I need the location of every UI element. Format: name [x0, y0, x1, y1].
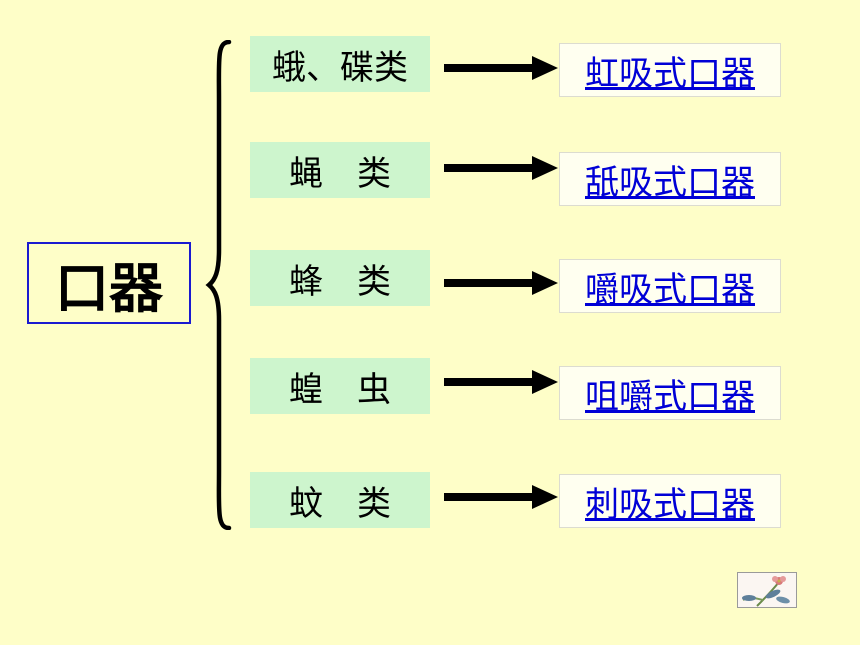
category-flies: 蝇 类	[250, 142, 430, 198]
link-chewing-lapping-mouthparts[interactable]: 嚼吸式口器	[559, 259, 781, 313]
link-label[interactable]: 虹吸式口器	[585, 53, 755, 94]
category-label: 蝗 虫	[289, 369, 391, 410]
arrow-right-icon	[444, 56, 558, 80]
link-sponging-mouthparts[interactable]: 舐吸式口器	[559, 152, 781, 206]
flower-icon[interactable]	[737, 572, 797, 608]
link-label[interactable]: 刺吸式口器	[585, 484, 755, 525]
link-piercing-sucking-mouthparts[interactable]: 刺吸式口器	[559, 474, 781, 528]
category-locusts: 蝗 虫	[250, 358, 430, 414]
category-mosquitoes: 蚊 类	[250, 472, 430, 528]
link-label[interactable]: 嚼吸式口器	[585, 269, 755, 310]
category-label: 蛾、碟类	[272, 47, 408, 88]
arrow-right-icon	[444, 156, 558, 180]
link-label[interactable]: 舐吸式口器	[585, 162, 755, 203]
category-label: 蝇 类	[289, 153, 391, 194]
link-label[interactable]: 咀嚼式口器	[585, 376, 755, 417]
category-bees: 蜂 类	[250, 250, 430, 306]
root-label: 口器	[55, 256, 163, 320]
category-moths-butterflies: 蛾、碟类	[250, 36, 430, 92]
arrow-right-icon	[444, 271, 558, 295]
curly-brace	[205, 40, 232, 530]
link-siphoning-mouthparts[interactable]: 虹吸式口器	[559, 43, 781, 97]
link-chewing-mouthparts[interactable]: 咀嚼式口器	[559, 366, 781, 420]
arrow-right-icon	[444, 485, 558, 509]
category-label: 蚊 类	[289, 483, 391, 524]
root-node: 口器	[27, 242, 191, 324]
category-label: 蜂 类	[289, 261, 391, 302]
arrow-right-icon	[444, 370, 558, 394]
